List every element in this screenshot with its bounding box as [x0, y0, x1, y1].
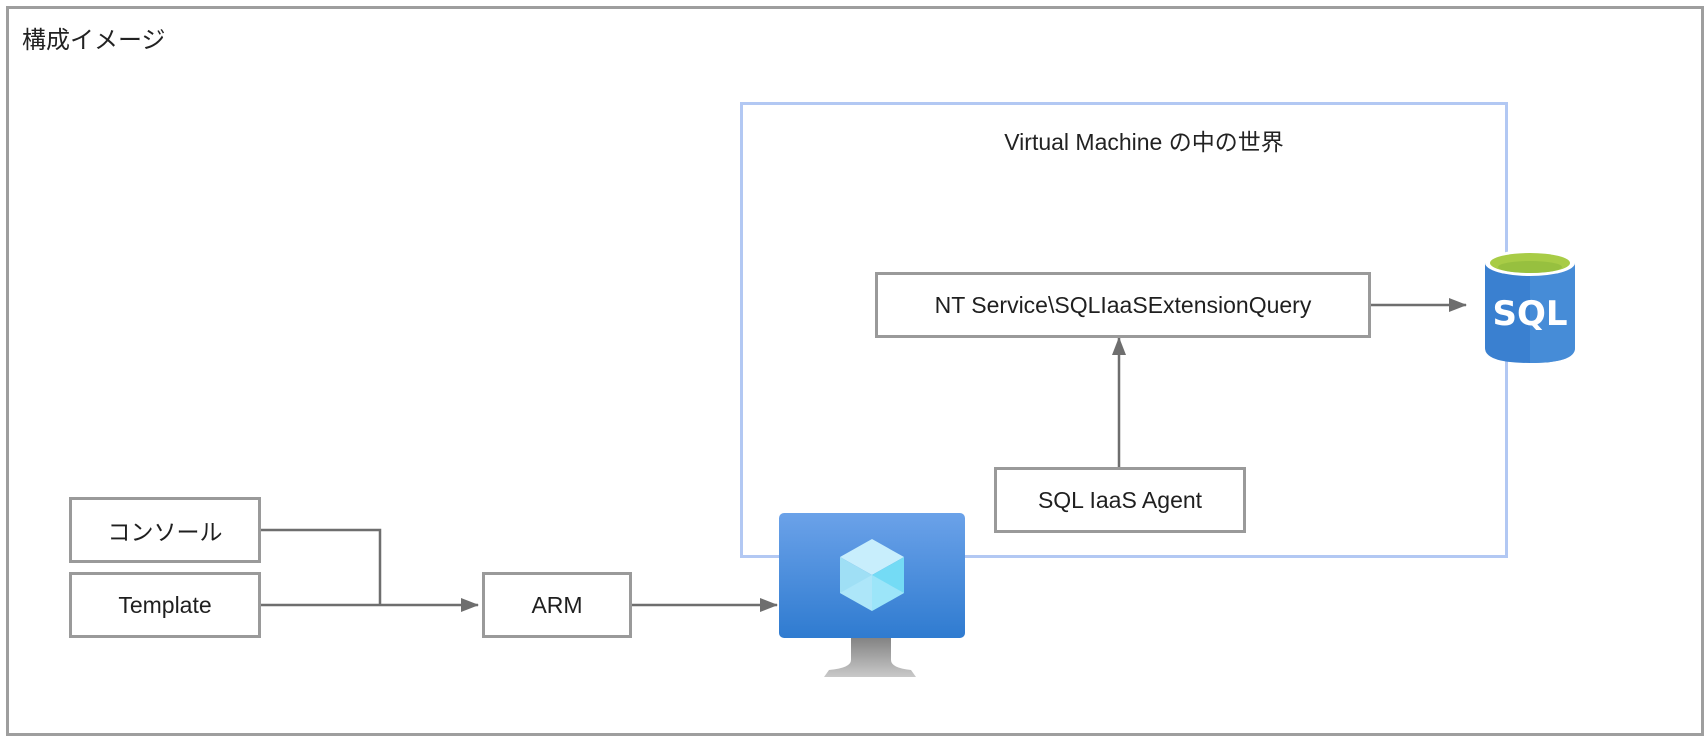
node-sql-iaas-agent-label: SQL IaaS Agent [1037, 486, 1203, 513]
vm-world-label: Virtual Machine の中の世界 [1004, 129, 1284, 155]
node-template: Template [69, 572, 261, 638]
sql-database-icon-text: SQL [1492, 294, 1567, 334]
node-nt-service: NT Service\SQLIaaSExtensionQuery [875, 272, 1371, 338]
sql-database-icon: SQL [1485, 250, 1575, 363]
virtual-machine-icon [779, 513, 965, 677]
node-arm-label: ARM [531, 591, 583, 618]
node-console: コンソール [69, 497, 261, 563]
node-sql-iaas-agent: SQL IaaS Agent [994, 467, 1246, 533]
edge-console-arm [259, 528, 382, 605]
node-console-label: コンソール [107, 519, 223, 545]
diagram-title: 構成イメージ [22, 27, 166, 54]
node-nt-service-label: NT Service\SQLIaaSExtensionQuery [934, 291, 1312, 318]
node-arm: ARM [482, 572, 632, 638]
node-template-label: Template [118, 591, 212, 618]
